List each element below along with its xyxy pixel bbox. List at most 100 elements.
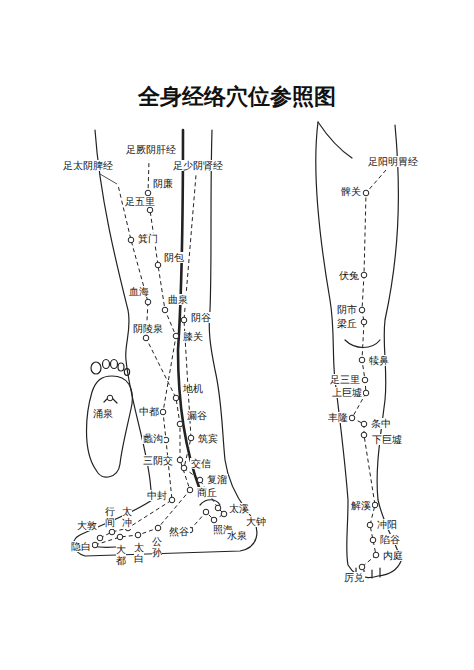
acupoint-name: 下巨墟	[371, 434, 403, 445]
acupoint-name: 交信	[190, 458, 212, 469]
acupoint-name: 蠡沟	[142, 433, 164, 444]
acupoint	[147, 207, 153, 213]
ankle-bone	[200, 500, 220, 505]
acupoint	[361, 319, 367, 325]
acupoint-name: 丰隆	[327, 412, 349, 423]
acupoint-name: 水泉	[226, 530, 248, 541]
acupoint	[367, 522, 373, 528]
acupoint-name: 公孙	[152, 535, 162, 559]
acupoint	[361, 421, 367, 427]
acupoint	[109, 529, 115, 535]
acupoint-name: 隐白	[70, 541, 92, 552]
acupoint	[215, 505, 221, 511]
meridian-name: 足阳明胃经	[367, 156, 419, 167]
acupoint-name: 行间	[105, 505, 115, 529]
acupoint	[177, 457, 183, 463]
acupoint-name: 太溪	[228, 503, 250, 514]
acupoint	[169, 497, 175, 503]
toe	[103, 360, 110, 369]
acupoint	[155, 525, 161, 531]
acupoint-name: 曲泉	[167, 294, 189, 305]
acupoint	[177, 421, 183, 427]
toe	[118, 363, 124, 371]
acupoint-name: 髀关	[340, 186, 362, 197]
acupoint	[145, 190, 151, 196]
acupoint	[359, 357, 365, 363]
acupoint-name: 解溪	[350, 500, 372, 511]
acupoint-name: 三阴交	[142, 455, 174, 466]
acupoint-name: 厉兑	[343, 572, 365, 583]
leg-outline	[316, 122, 401, 578]
acupoint-name: 伏兔	[338, 270, 360, 281]
acupoint	[362, 377, 368, 383]
acupoint-name: 阴市	[336, 304, 358, 315]
acupoint-name: 血海	[128, 286, 150, 297]
acupoint-name: 阴廉	[152, 178, 174, 189]
acupoint-name: 中都	[138, 406, 160, 417]
acupoint	[370, 537, 376, 543]
acupoint	[372, 502, 378, 508]
acupoint	[359, 564, 365, 570]
acupoint	[211, 517, 217, 523]
acupoint	[97, 535, 103, 541]
acupoint	[188, 435, 194, 441]
toe	[111, 360, 118, 369]
acupoint-name: 上巨墟	[331, 387, 363, 398]
acupoint	[373, 552, 379, 558]
acupoint	[181, 317, 187, 323]
meridian-name: 足太阴脾经	[62, 160, 114, 171]
acupoint-name: 条中	[370, 418, 392, 429]
leader-line	[100, 174, 117, 184]
acupoint	[203, 509, 209, 515]
acupoint	[135, 532, 141, 538]
acupoint-name: 复溜	[206, 474, 228, 485]
acupoint	[163, 437, 169, 443]
sole-crease	[104, 396, 117, 403]
acupoint-name: 足三里	[329, 374, 361, 385]
acupoint-name: 阴包	[163, 252, 185, 263]
acupoint-name: 足五里	[124, 196, 156, 207]
acupoint-name: 然谷	[168, 526, 190, 537]
acupoint	[361, 272, 367, 278]
acupoint-name: 犊鼻	[368, 355, 390, 366]
acupoint	[181, 465, 187, 471]
acupoint	[197, 477, 203, 483]
acupoint-name: 涌泉	[92, 408, 114, 419]
acupoint	[107, 395, 113, 401]
acupoint-name: 中封	[146, 490, 168, 501]
acupoint	[361, 432, 367, 438]
acupoint-name: 膝关	[182, 331, 204, 342]
acupoint	[363, 390, 369, 396]
acupoint-name: 冲阳	[376, 519, 398, 530]
acupoint	[359, 307, 365, 313]
acupoint-name: 梁丘	[336, 318, 358, 329]
spleen-meridian	[95, 185, 190, 545]
liver-meridian	[100, 160, 176, 538]
acupoint	[221, 511, 227, 517]
acupoint	[187, 487, 193, 493]
acupoint-name: 大都	[116, 543, 126, 567]
acupoint	[349, 415, 355, 421]
acupoint-name: 阴陵泉	[132, 323, 164, 334]
toe	[124, 369, 129, 376]
acupoint-name: 内庭	[382, 550, 404, 561]
acupoint-name: 阴谷	[190, 312, 212, 323]
acupoint	[143, 335, 149, 341]
acupoint	[92, 542, 98, 548]
sole-outline	[87, 376, 133, 477]
acupoint-name: 筑宾	[197, 433, 219, 444]
acupoint	[173, 395, 179, 401]
acupoint	[162, 307, 168, 313]
acupoint-name: 大钟	[245, 516, 267, 527]
acupoint	[160, 409, 166, 415]
acupoint	[363, 190, 369, 196]
leg-outline	[74, 130, 257, 556]
acupoint-name: 大敦	[76, 520, 98, 531]
acupoint-name: 陷谷	[379, 534, 401, 545]
toe	[91, 362, 101, 374]
acupoint-name: 漏谷	[186, 410, 208, 421]
acupoint-name: 地机	[182, 383, 204, 394]
acupoint	[128, 237, 134, 243]
acupoint-name: 太冲	[122, 505, 132, 529]
acupoint	[173, 333, 179, 339]
